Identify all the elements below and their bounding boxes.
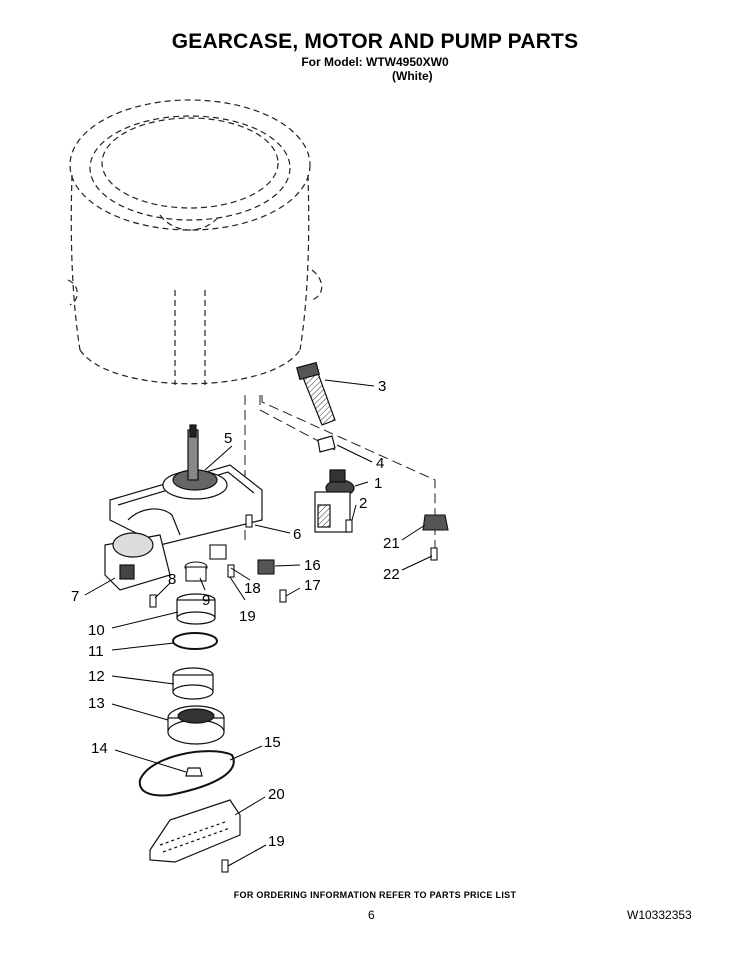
- callout-1: 1: [374, 475, 382, 492]
- callout-6: 6: [293, 526, 301, 543]
- drain-pump: [314, 469, 355, 533]
- callout-10: 10: [88, 622, 105, 639]
- leader-lines: [84, 379, 433, 867]
- drive-belt: [138, 750, 235, 797]
- callout-14: 14: [91, 740, 108, 757]
- callout-7: 7: [71, 588, 79, 605]
- document-number: W10332353: [627, 908, 692, 922]
- callout-15: 15: [264, 734, 281, 751]
- callout-8: 8: [168, 571, 176, 588]
- callout-16: 16: [304, 557, 321, 574]
- model-variant: (White): [392, 69, 433, 83]
- small-hardware: [149, 514, 449, 873]
- callout-5: 5: [224, 430, 232, 447]
- callout-19-upper: 19: [239, 608, 256, 625]
- callout-21: 21: [383, 535, 400, 552]
- motor-shield: [149, 799, 241, 863]
- callout-11: 11: [88, 643, 104, 660]
- hose-clamp: [317, 435, 336, 453]
- ordering-note: FOR ORDERING INFORMATION REFER TO PARTS …: [233, 890, 517, 900]
- callout-2: 2: [359, 495, 367, 512]
- callout-22: 22: [383, 566, 400, 583]
- callout-19-lower: 19: [268, 833, 285, 850]
- washer-tub-phantom: [67, 99, 323, 385]
- callout-13: 13: [88, 695, 105, 712]
- callout-labels: 1 2 3 4 5 6 7 8 9 10 11 12 13 14 15 16 1…: [71, 378, 400, 850]
- callout-3: 3: [378, 378, 386, 395]
- callout-20: 20: [268, 786, 285, 803]
- callout-4: 4: [376, 455, 384, 472]
- motor-assembly: [104, 532, 171, 591]
- coupling-stack: [172, 593, 218, 700]
- callout-9: 9: [202, 592, 210, 609]
- drive-pulley: [167, 705, 225, 745]
- model-line: For Model: WTW4950XW0: [301, 55, 449, 69]
- drain-hose: [296, 361, 336, 426]
- gearcase-platform: [109, 424, 263, 546]
- callout-17: 17: [304, 577, 321, 594]
- callout-12: 12: [88, 668, 105, 685]
- callout-18: 18: [244, 580, 261, 597]
- page-number: 6: [368, 908, 375, 922]
- page-title: GEARCASE, MOTOR AND PUMP PARTS: [171, 30, 579, 53]
